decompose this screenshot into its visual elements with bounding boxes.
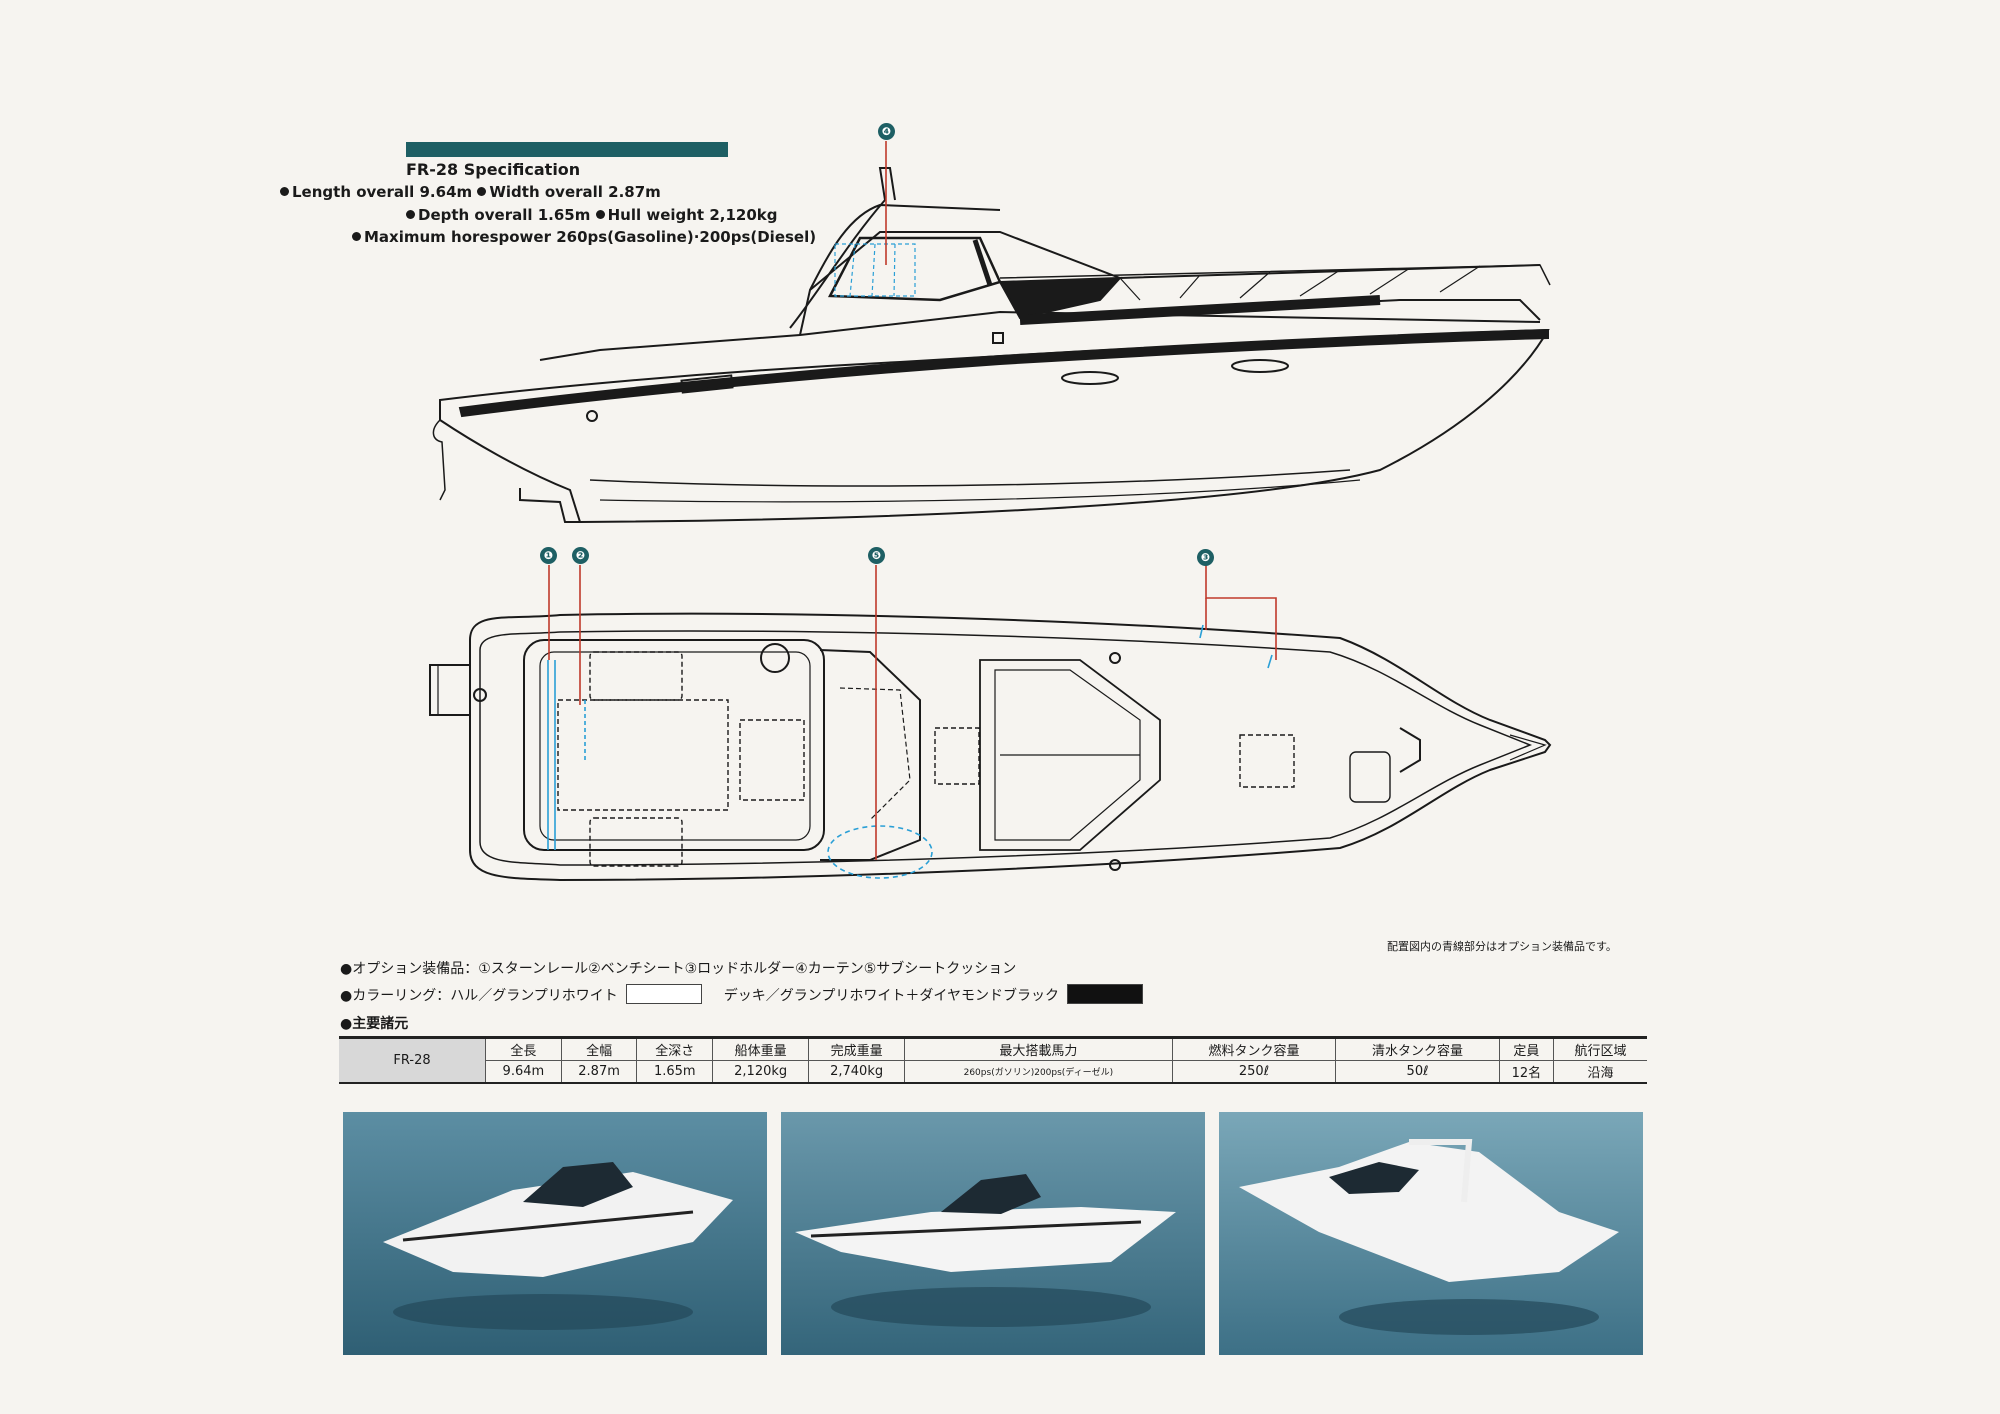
length-overall: Length overall 9.64m xyxy=(292,183,473,201)
header-cell: 全深さ xyxy=(636,1037,713,1061)
spec-table: FR-28 全長 全幅 全深さ 船体重量 完成重量 最大搭載馬力 燃料タンク容量… xyxy=(339,1036,1647,1084)
option-marker-5: ❺ xyxy=(868,547,885,564)
option-marker-1: ❶ xyxy=(540,547,557,564)
value-cell: 沿海 xyxy=(1553,1060,1647,1083)
value-cell: 250ℓ xyxy=(1171,1060,1336,1083)
side-view-drawing xyxy=(432,167,1551,524)
option-marker-2: ❷ xyxy=(572,547,589,564)
value-cell: 50ℓ xyxy=(1335,1060,1500,1083)
value-cell: 2,740kg xyxy=(808,1060,905,1083)
leader-lines xyxy=(548,141,1277,860)
option-marker-4: ❹ xyxy=(878,123,895,140)
plan-view-drawing xyxy=(429,612,1552,882)
spec-line-3: Maximum horespower 260ps(Gasoline)·200ps… xyxy=(352,228,816,246)
coloring-deck-label: デッキ／グランプリホワイト＋ダイヤモンドブラック xyxy=(723,988,1059,1004)
header-cell: 船体重量 xyxy=(712,1037,809,1061)
value-cell: 2,120kg xyxy=(712,1060,809,1083)
header-cell: 清水タンク容量 xyxy=(1335,1037,1500,1061)
hull-color-swatch xyxy=(625,984,702,1004)
value-cell: 260ps(ガソリン)200ps(ディーゼル) xyxy=(904,1060,1173,1083)
depth-overall: Depth overall 1.65m xyxy=(418,206,591,224)
boat-photo-2 xyxy=(781,1112,1205,1355)
width-overall: Width overall 2.87m xyxy=(489,183,661,201)
spec-table-value-row: 9.64m 2.87m 1.65m 2,120kg 2,740kg 260ps(… xyxy=(339,1060,1647,1083)
hull-weight: Hull weight 2,120kg xyxy=(607,206,778,224)
spec-table-header-row: FR-28 全長 全幅 全深さ 船体重量 完成重量 最大搭載馬力 燃料タンク容量… xyxy=(339,1037,1647,1084)
value-cell: 1.65m xyxy=(636,1060,713,1083)
option-marker-3: ❸ xyxy=(1197,549,1214,566)
value-cell: 12名 xyxy=(1498,1060,1554,1083)
header-cell: 航行区域 xyxy=(1553,1037,1647,1061)
header-cell: 全幅 xyxy=(560,1037,637,1061)
header-cell: 完成重量 xyxy=(808,1037,905,1061)
spec-title: FR-28 Specification xyxy=(406,160,581,179)
spec-line-1: Length overall 9.64m Width overall 2.87m xyxy=(280,183,661,201)
header-cell: 定員 xyxy=(1498,1037,1554,1061)
model-cell: FR-28 xyxy=(339,1037,486,1084)
options-list: ●オプション装備品：①スターンレール②ベンチシート③ロッドホルダー④カーテン⑤サ… xyxy=(340,961,1017,977)
header-cell: 燃料タンク容量 xyxy=(1171,1037,1336,1061)
header-cell: 全長 xyxy=(485,1037,562,1061)
value-cell: 2.87m xyxy=(560,1060,637,1083)
spec-line-2: Depth overall 1.65m Hull weight 2,120kg xyxy=(406,206,777,224)
header-cell: 最大搭載馬力 xyxy=(904,1037,1173,1061)
main-specs-title: ●主要諸元 xyxy=(340,1016,409,1032)
max-horsepower: Maximum horespower 260ps(Gasoline)·200ps… xyxy=(364,228,817,246)
value-cell: 9.64m xyxy=(485,1060,562,1083)
deck-color-swatch xyxy=(1066,984,1143,1004)
boat-photo-1 xyxy=(343,1112,767,1355)
spec-header-bar xyxy=(406,142,728,157)
boat-photo-3 xyxy=(1219,1112,1643,1355)
coloring-row: ●カラーリング：ハル／グランプリホワイト デッキ／グランプリホワイト＋ダイヤモンド… xyxy=(340,984,1165,1005)
option-note: 配置図内の青線部分はオプション装備品です。 xyxy=(1387,940,1617,953)
coloring-hull-label: ●カラーリング：ハル／グランプリホワイト xyxy=(340,988,618,1004)
